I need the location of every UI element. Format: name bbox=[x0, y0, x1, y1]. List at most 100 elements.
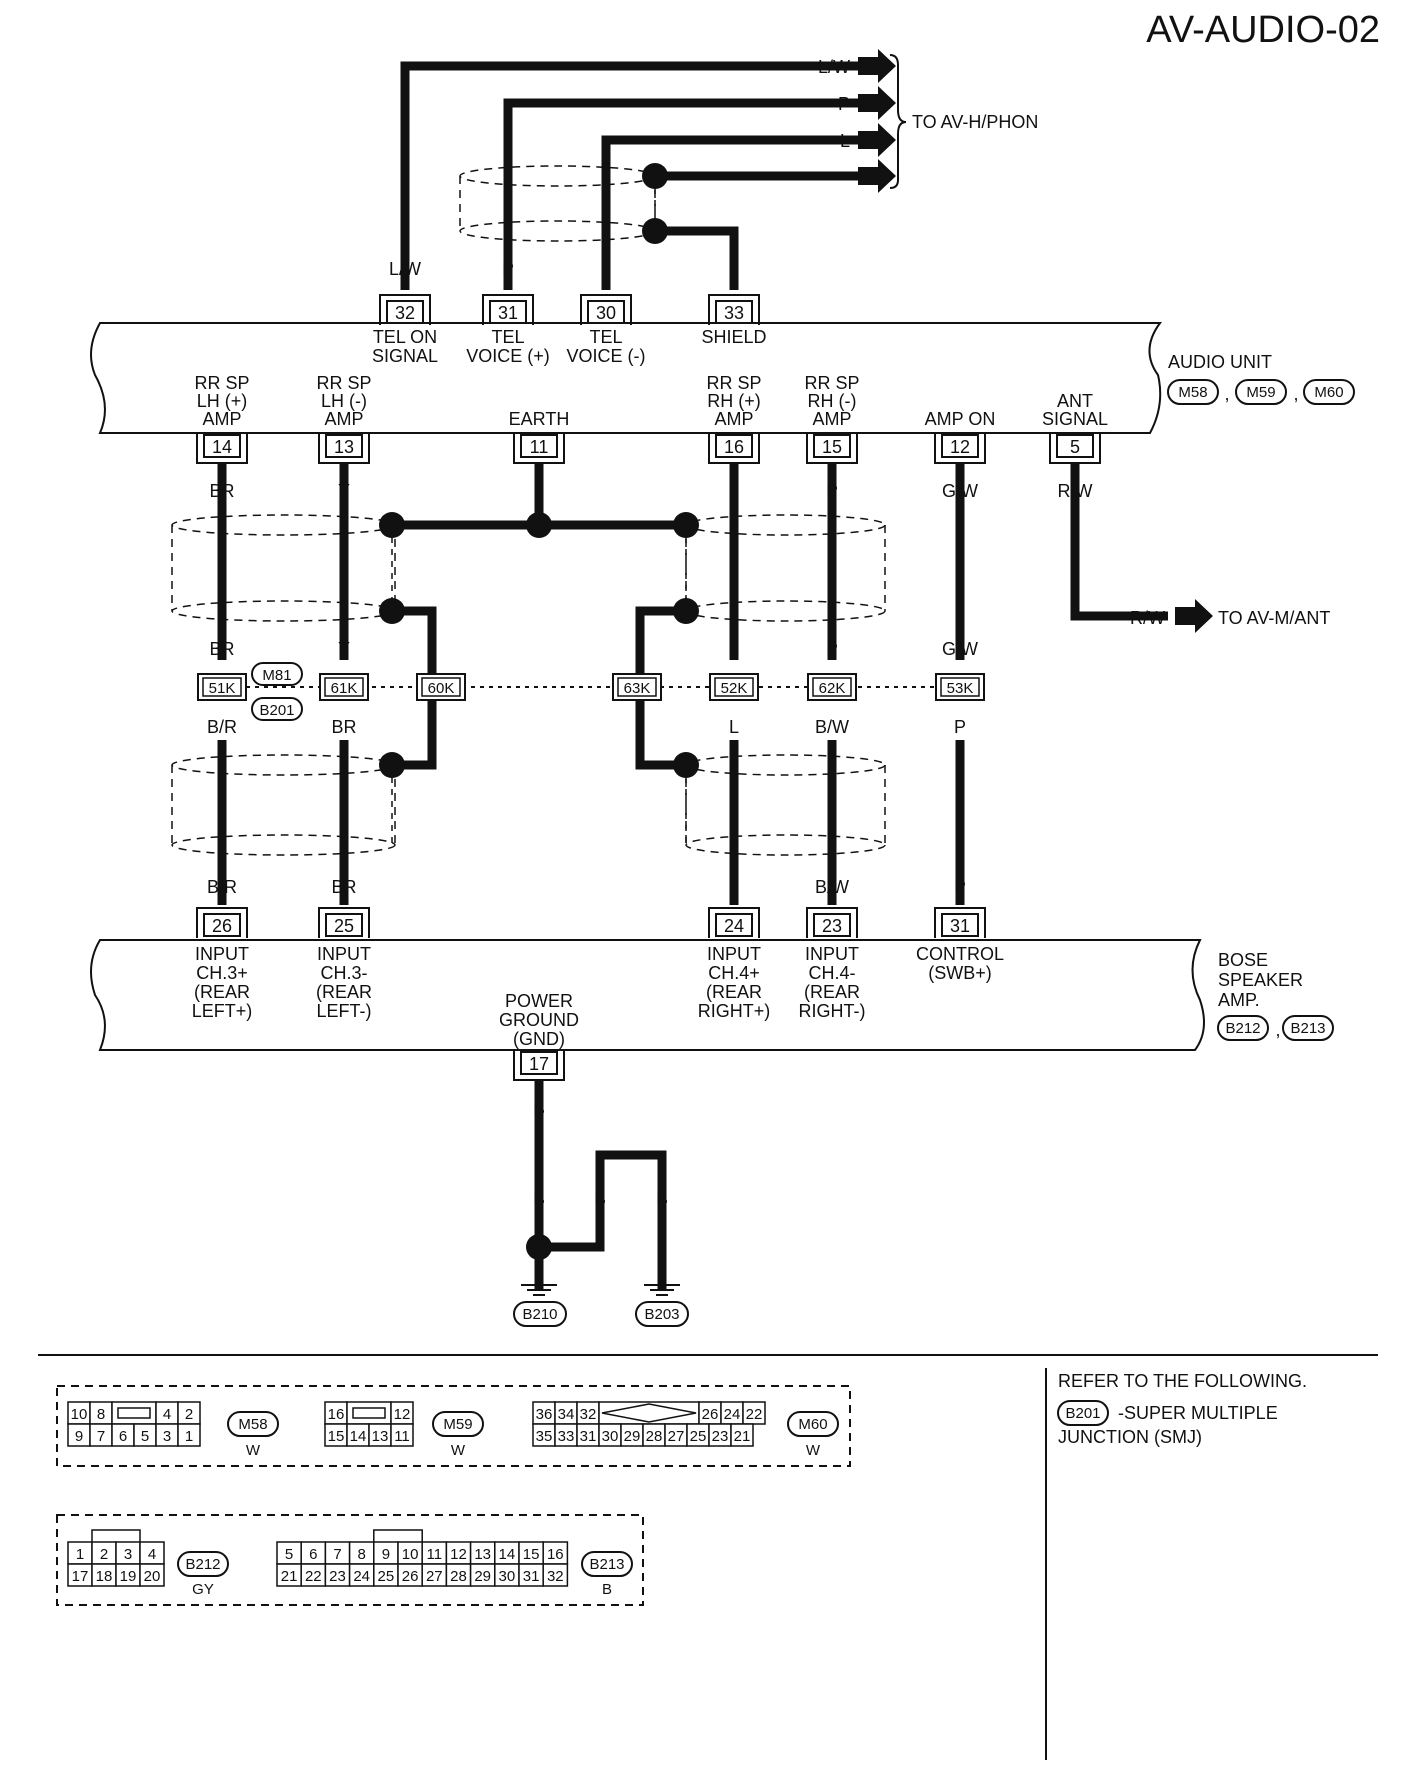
audio-top-pin-31-frame bbox=[482, 294, 534, 325]
lower-wire-color-1: BR bbox=[331, 877, 356, 897]
audio-bottom-pin-12-frame bbox=[934, 433, 986, 464]
m59-key-inner bbox=[352, 1407, 386, 1419]
b213-t6-num: 11 bbox=[427, 1546, 443, 1563]
upper-wire-color-2: L bbox=[729, 481, 739, 501]
b213-b7-num: 28 bbox=[450, 1568, 467, 1585]
audio-bottom-pin-11-frame bbox=[513, 433, 565, 464]
m60-b0-num: 35 bbox=[536, 1428, 553, 1445]
mid-upper-color-0: BR bbox=[209, 639, 234, 659]
audio-top-pin-32-number: 32 bbox=[395, 303, 415, 323]
audio-bottom-pin-16-box bbox=[715, 434, 753, 458]
m60-t4-num: 26 bbox=[702, 1406, 719, 1423]
bose-name-1: BOSE bbox=[1218, 950, 1268, 970]
bose-name-3: AMP. bbox=[1218, 990, 1260, 1010]
audio-unit-body bbox=[90, 322, 1162, 434]
b213-b9-num: 30 bbox=[499, 1568, 516, 1585]
m58-b2-num: 6 bbox=[119, 1428, 127, 1445]
audio-bottom-pin-14-box bbox=[203, 434, 241, 458]
audio-bottom-pin-13-frame bbox=[318, 433, 370, 464]
m59-t2-num: 12 bbox=[394, 1406, 411, 1423]
lower-wire-color-0: B/R bbox=[207, 877, 237, 897]
audio-bottom-label-5-line-0: ANT bbox=[1057, 391, 1093, 411]
audio-top-pin-30-frame bbox=[580, 294, 632, 325]
b213-b0-num: 21 bbox=[281, 1568, 298, 1585]
upper-wire-color-4: G/W bbox=[942, 481, 978, 501]
bose-label-25-line-2: (REAR bbox=[316, 982, 372, 1002]
shields bbox=[171, 165, 935, 856]
m60-t1-num: 34 bbox=[558, 1406, 575, 1423]
audio-top-label-32-line-1: SIGNAL bbox=[372, 346, 438, 366]
splice-shield-ur bbox=[673, 598, 699, 624]
audio-bottom-label-13-line-2: AMP bbox=[324, 409, 363, 429]
bose-pin-25-number: 25 bbox=[334, 916, 354, 936]
audio-top-pin-32-frame bbox=[379, 294, 431, 325]
audio-bottom-label-16-line-1: RH (+) bbox=[707, 391, 761, 411]
splice-earth-right bbox=[673, 512, 699, 538]
upper-wire-color-3: P bbox=[826, 481, 838, 501]
smj-terminal-52K-label: 52K bbox=[721, 680, 748, 697]
svg-text:,: , bbox=[1224, 384, 1229, 404]
audio-top-color-30: L bbox=[601, 259, 611, 279]
audio-bottom-pin-14-number: 14 bbox=[212, 437, 232, 457]
mid-lower-color-0: B/R bbox=[207, 717, 237, 737]
m59-oval bbox=[432, 1411, 484, 1437]
m60-b3-num: 30 bbox=[602, 1428, 619, 1445]
b213-b8-num: 29 bbox=[474, 1568, 491, 1585]
audio-bottom-pin-13-number: 13 bbox=[334, 437, 354, 457]
b213-t5-num: 10 bbox=[402, 1546, 419, 1563]
phone-bracket bbox=[889, 54, 907, 189]
ground-color-3: B bbox=[656, 1189, 668, 1209]
b213-b4-num: 25 bbox=[378, 1568, 395, 1585]
bose-label-26-line-1: CH.3+ bbox=[196, 963, 248, 983]
splice-earth-left bbox=[379, 512, 405, 538]
smj-terminal-60K-label: 60K bbox=[428, 680, 455, 697]
bose-name-2: SPEAKER bbox=[1218, 970, 1303, 990]
bose-pin-31-number: 31 bbox=[950, 916, 970, 936]
shield-lower-right-bottom bbox=[685, 834, 886, 856]
smj-terminal-61K-label: 61K bbox=[331, 680, 358, 697]
mid-lower-color-3: B/W bbox=[815, 717, 849, 737]
ant-wire-color: R/W bbox=[1130, 608, 1165, 628]
b213-latch bbox=[373, 1529, 423, 1542]
bose-label-23-line-0: INPUT bbox=[805, 944, 859, 964]
wire-l-phone bbox=[601, 135, 860, 290]
audio-bottom-pin-13-box bbox=[325, 434, 363, 458]
audio-bottom-pin-15-number: 15 bbox=[822, 437, 842, 457]
m60-b9-num: 21 bbox=[734, 1428, 751, 1445]
ground-labels: B210 B203 bbox=[513, 1301, 689, 1327]
splice-shield-ll bbox=[379, 752, 405, 778]
bose-pin-31-frame bbox=[934, 907, 986, 938]
mid-upper-color-1: Y bbox=[338, 639, 350, 659]
b213-t9-num: 14 bbox=[499, 1546, 516, 1563]
upper-wire-color-1: Y bbox=[338, 481, 350, 501]
audio-top-label-30-line-1: VOICE (-) bbox=[567, 346, 646, 366]
bose-label-25-line-0: INPUT bbox=[317, 944, 371, 964]
phone-wire-color-3: L bbox=[840, 131, 850, 151]
arrow-ant bbox=[1175, 599, 1213, 633]
splice-phone-2 bbox=[642, 218, 668, 244]
m60-b7-num: 25 bbox=[690, 1428, 707, 1445]
bose-pin-17-box bbox=[520, 1051, 558, 1075]
mid-lower-color-1: BR bbox=[331, 717, 356, 737]
m59-b2-num: 13 bbox=[372, 1428, 389, 1445]
b212-b3-num: 20 bbox=[144, 1568, 161, 1585]
audio-bottom-pin-5-box bbox=[1056, 434, 1094, 458]
m60-color: W bbox=[806, 1442, 821, 1459]
b213-b1-num: 22 bbox=[305, 1568, 322, 1585]
mid-upper-color-3: P bbox=[826, 639, 838, 659]
splice-shield-lr bbox=[673, 752, 699, 778]
smj-terminal-53K-inner bbox=[940, 677, 980, 697]
b212-oval bbox=[177, 1551, 229, 1577]
connector-views-box-1 bbox=[56, 1385, 851, 1467]
m59-b1-num: 14 bbox=[350, 1428, 367, 1445]
b213-b10-num: 31 bbox=[523, 1568, 540, 1585]
upper-wire-color-0: BR bbox=[209, 481, 234, 501]
b213-b3-num: 24 bbox=[353, 1568, 370, 1585]
audio-bottom-label-16-line-2: AMP bbox=[714, 409, 753, 429]
audio-bottom-label-11-line-0: EARTH bbox=[509, 409, 570, 429]
audio-top-color-32: L/W bbox=[389, 259, 421, 279]
arrow-lw bbox=[858, 49, 896, 83]
m60-key bbox=[598, 1401, 700, 1425]
smj-conn-2: B201 bbox=[259, 702, 294, 719]
